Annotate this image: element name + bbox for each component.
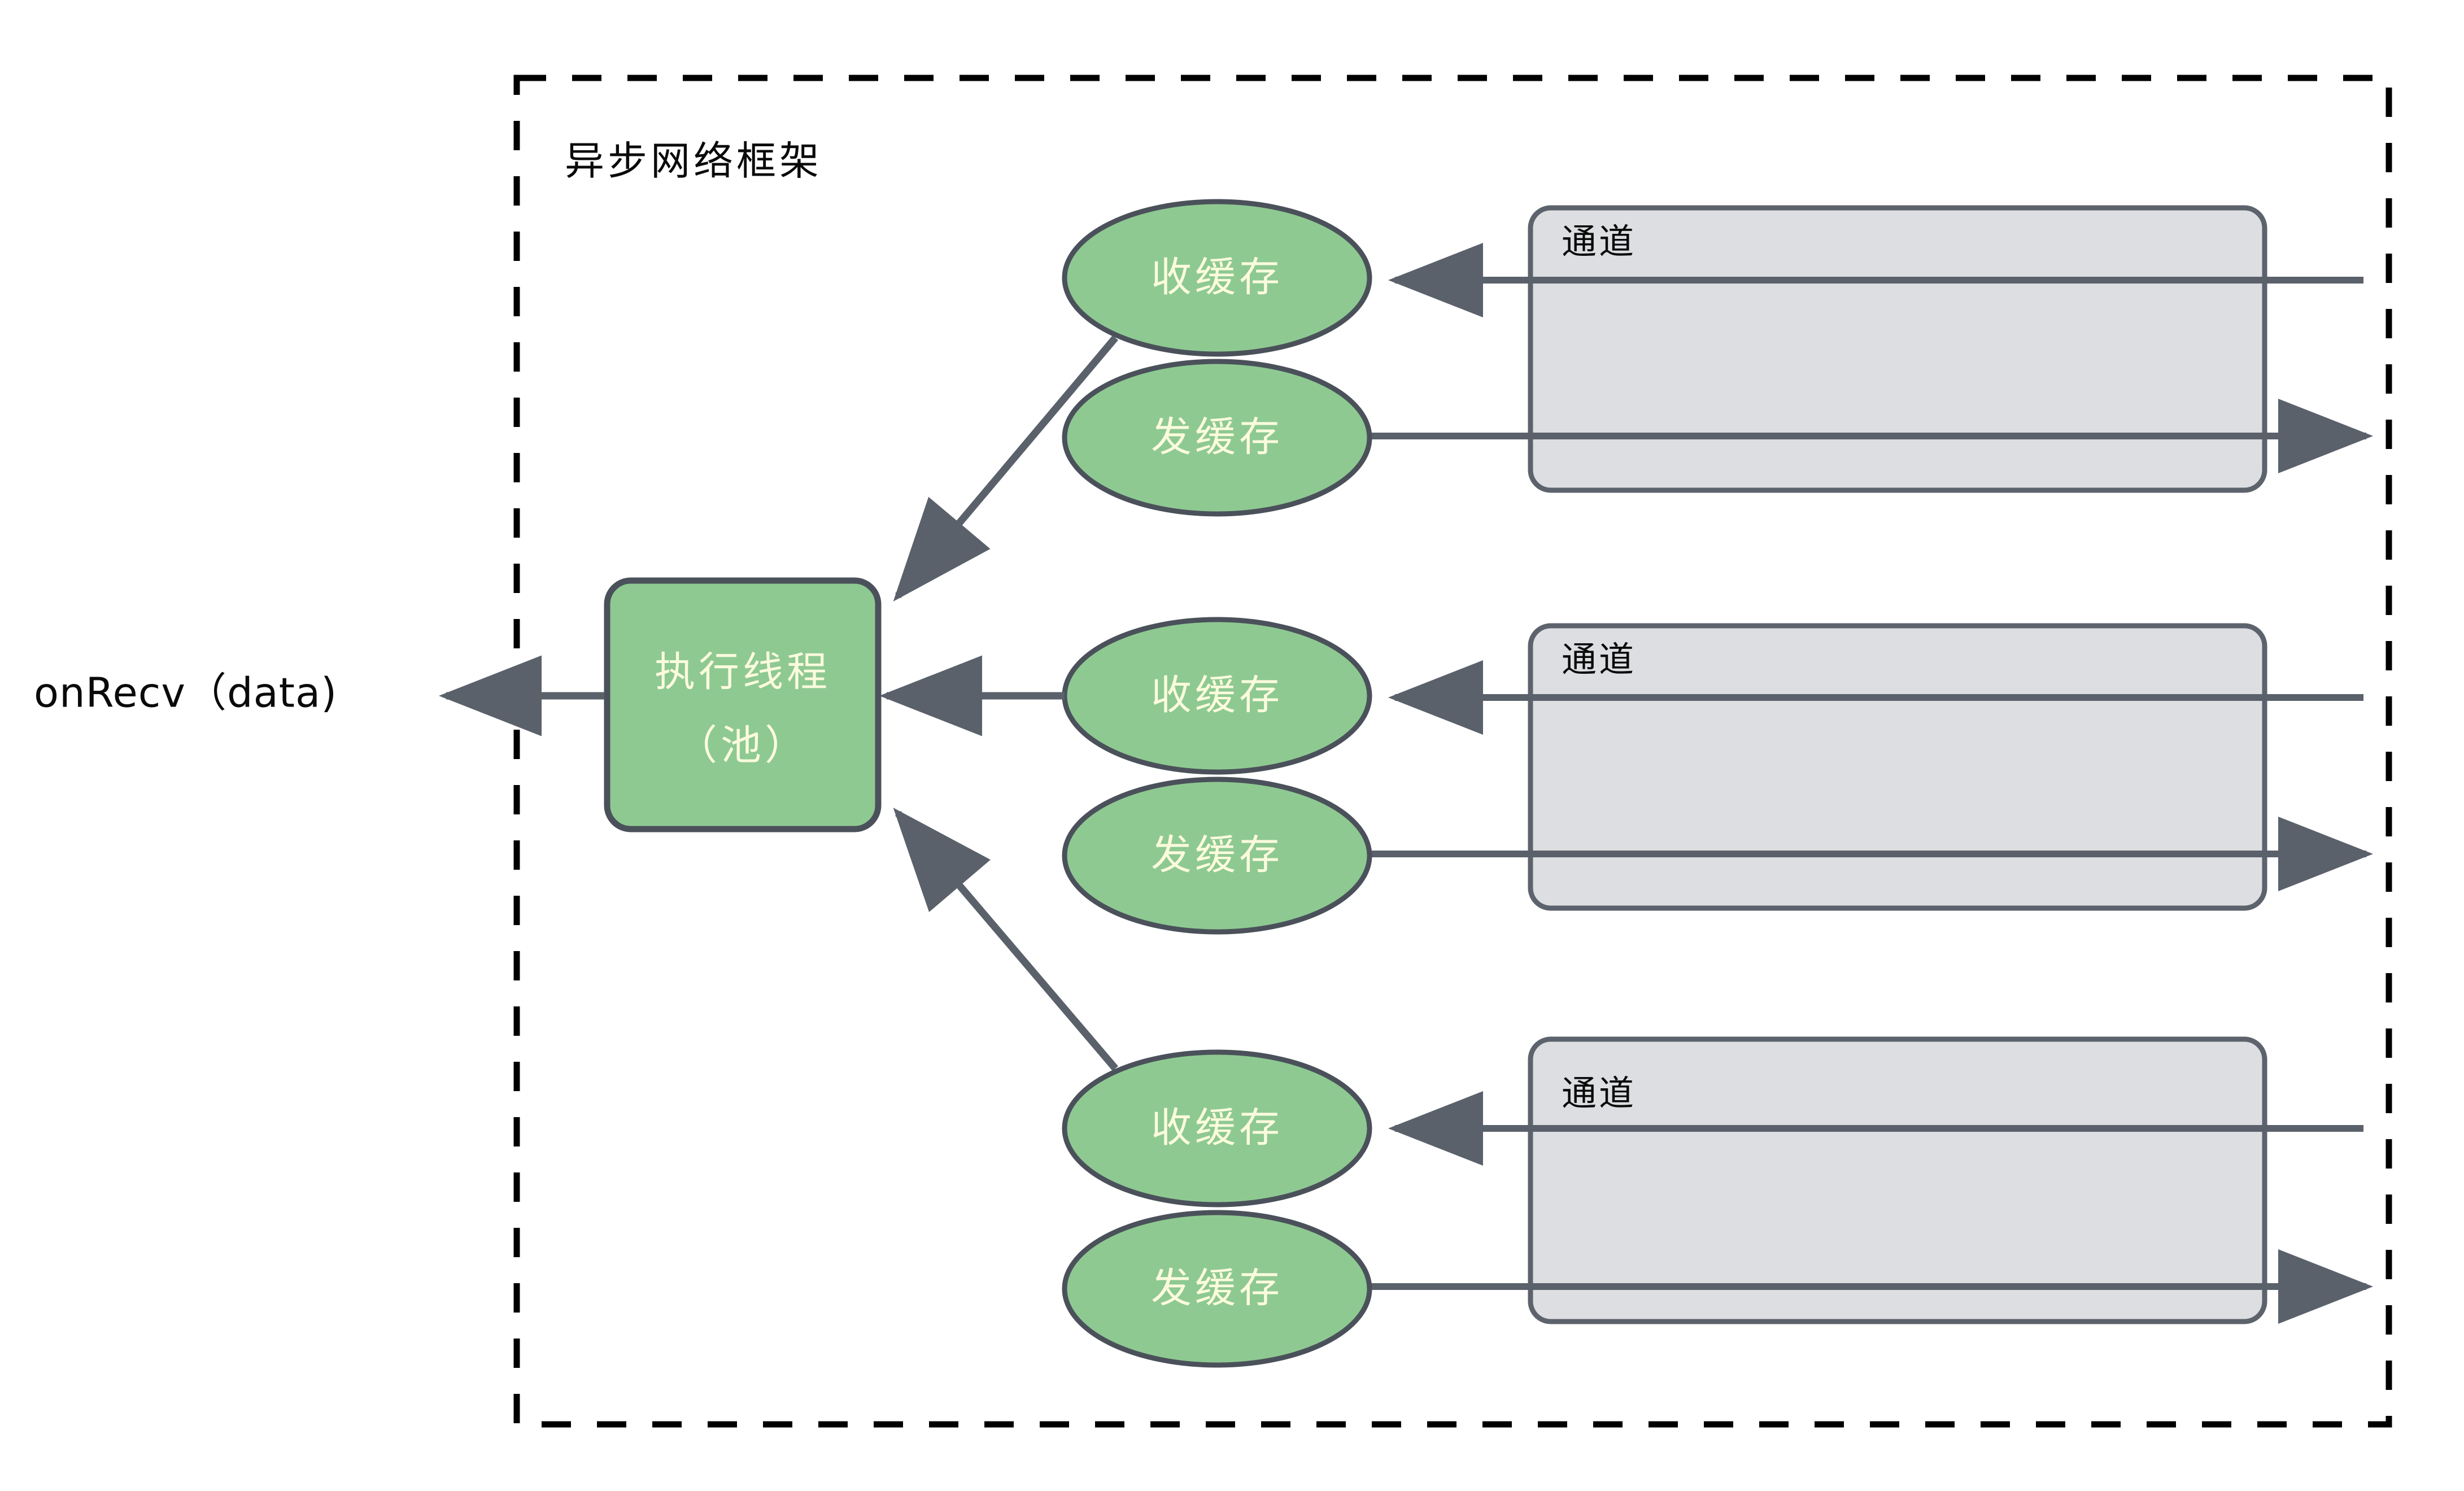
recv-1-to-thread-pool-arrow xyxy=(893,335,1118,601)
send-buffer-2[interactable] xyxy=(1062,777,1372,935)
framework-title: 异步网络框架 xyxy=(565,138,822,184)
recv-buffer-1[interactable] xyxy=(1062,199,1372,357)
send-buffer-3[interactable] xyxy=(1062,1210,1372,1368)
onrecv-callback-label: onRecv（data) xyxy=(34,669,337,717)
framework-boundary xyxy=(513,75,2392,1428)
channel-box-2 xyxy=(1528,623,2267,911)
execution-thread-pool[interactable] xyxy=(604,577,882,832)
channel-box-3 xyxy=(1528,1036,2267,1324)
send-buffer-1[interactable] xyxy=(1062,359,1372,517)
channel-label-2: 通道 xyxy=(1562,639,1636,680)
recv-buffer-2[interactable] xyxy=(1062,617,1372,775)
channel-label-3: 通道 xyxy=(1562,1073,1636,1114)
recv-3-to-thread-pool-arrow xyxy=(893,808,1118,1071)
channel-label-1: 通道 xyxy=(1562,221,1636,262)
recv-buffer-3[interactable] xyxy=(1062,1049,1372,1207)
channel-box-1 xyxy=(1528,205,2267,493)
